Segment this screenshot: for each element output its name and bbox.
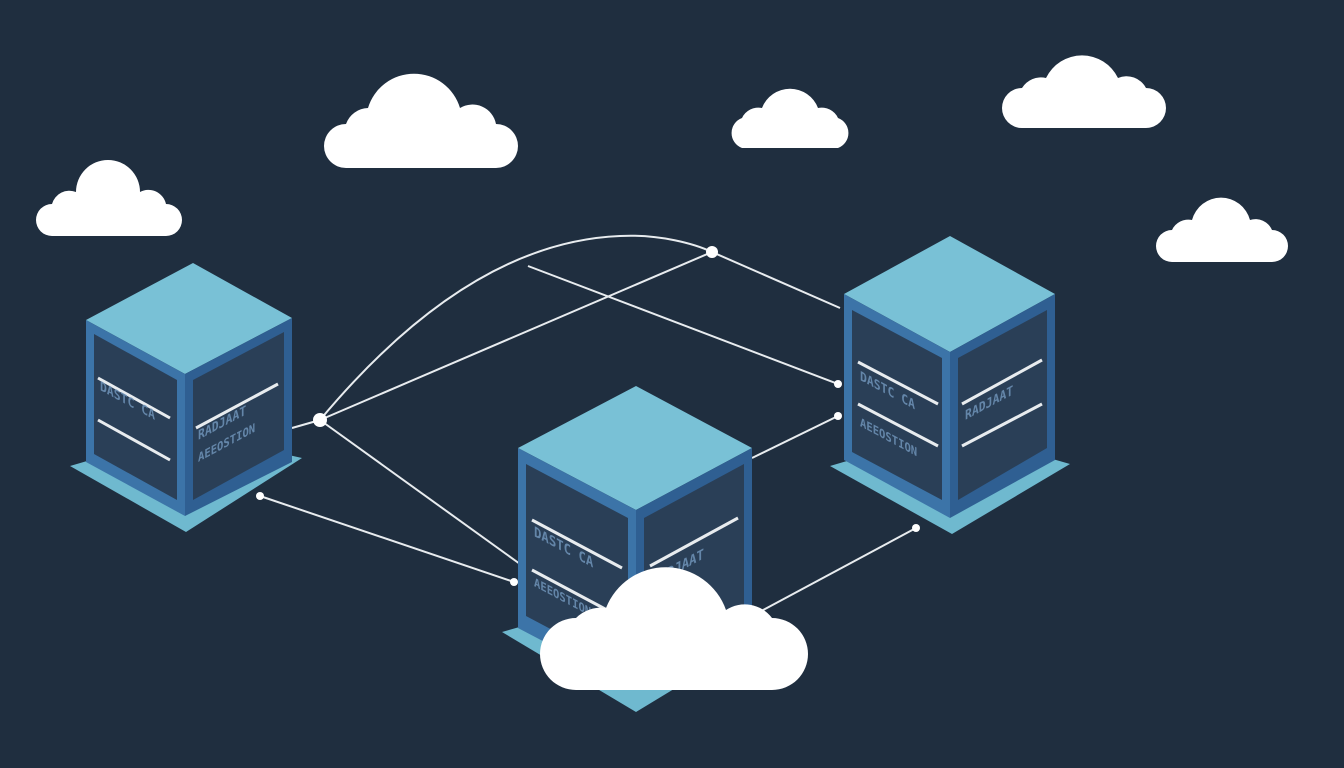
link-node: [706, 246, 718, 258]
server-top: [518, 386, 752, 510]
server-slot: [97, 418, 171, 462]
link-line: [259, 495, 515, 583]
server-panel: [958, 310, 1047, 500]
link-nodes: [256, 246, 920, 586]
link-line: [711, 251, 841, 309]
clouds-background: [36, 55, 1288, 262]
link-node: [834, 380, 842, 388]
link-node: [313, 413, 327, 427]
link-line: [751, 527, 917, 617]
cloud-icon: [540, 567, 808, 690]
link-line: [319, 251, 713, 421]
server-top: [86, 263, 292, 374]
server-slot: [97, 376, 171, 420]
link-line: [319, 234, 713, 421]
server-slot: [857, 402, 939, 448]
cloud-icon: [1002, 55, 1166, 128]
server-slot: [961, 402, 1043, 448]
server-panel: [193, 332, 284, 500]
server-panel: [852, 310, 942, 500]
server-top: [844, 236, 1055, 352]
server-panel: [94, 334, 177, 500]
link-node: [912, 524, 920, 532]
server-slot: [857, 360, 939, 406]
server-slot: [649, 516, 739, 568]
link-node: [256, 492, 264, 500]
cloud-icon: [324, 73, 518, 168]
link-line: [527, 265, 839, 385]
link-line: [319, 419, 521, 565]
server-slot: [531, 518, 623, 570]
cloud-icon: [36, 160, 182, 236]
server-left: DASTC CA RADJAAT AEEOSTION: [70, 263, 302, 532]
cloud-icon: [1156, 197, 1288, 262]
server-right: DASTC CA RADJAAT AEEOSTION: [830, 236, 1070, 534]
link-line: [751, 415, 839, 459]
cloud-icon: [731, 88, 849, 148]
link-node: [510, 578, 518, 586]
server-slot: [961, 358, 1043, 406]
server-slot: [195, 382, 279, 430]
network-links: [259, 234, 917, 617]
link-node: [834, 412, 842, 420]
